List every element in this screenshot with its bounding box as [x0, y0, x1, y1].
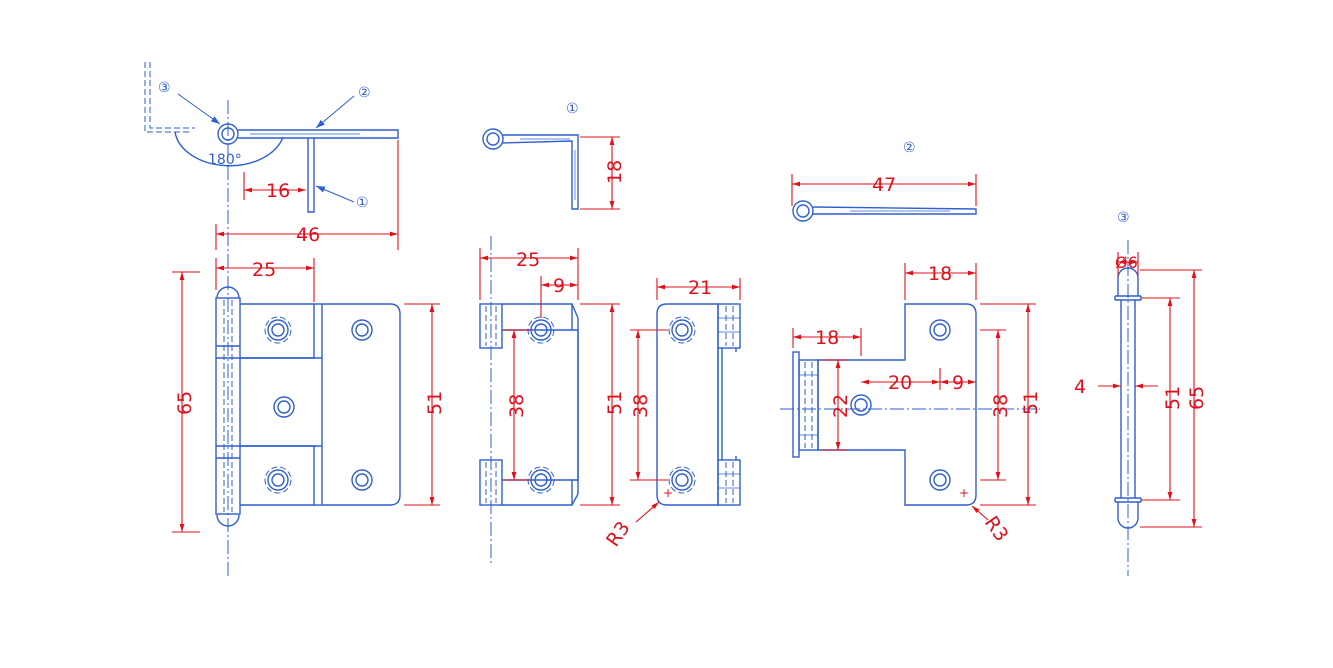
pin-head-top — [216, 286, 240, 299]
side-view: 25 9 38 51 — [479, 236, 626, 564]
rotated-leaf-outline — [144, 62, 190, 133]
leaf-middle-section — [240, 357, 323, 447]
side-knuckle-top — [479, 303, 503, 349]
outer-leaf — [322, 303, 401, 506]
dim-p2-47: 47 — [872, 174, 896, 196]
pin-head-bottom — [216, 514, 240, 527]
pin-top-head — [1117, 267, 1139, 296]
dim-46: 46 — [296, 224, 320, 246]
callout-part3-title: ③ — [1117, 210, 1130, 226]
dim-leaf-21: 21 — [688, 277, 712, 299]
callout-part1-title: ① — [566, 101, 579, 117]
dim-p2-9: 9 — [952, 372, 964, 394]
dim-p2-51: 51 — [1020, 391, 1042, 415]
dim-p2-18-top: 18 — [928, 263, 952, 285]
pin-bottom-head — [1117, 502, 1139, 529]
dim-pin-6: Ø6 — [1115, 253, 1138, 272]
t-plate — [817, 303, 977, 506]
dim-pin-65: 65 — [1186, 386, 1208, 410]
dim-25: 25 — [252, 259, 276, 281]
dim-pin-51: 51 — [1162, 386, 1184, 410]
bent-leaf — [307, 138, 315, 213]
flat-leaf — [238, 129, 399, 139]
dim-65: 65 — [174, 391, 196, 415]
knuckle-outer — [217, 123, 239, 145]
part2-profile-view: ② 47 — [791, 140, 977, 222]
knuckle-inner — [221, 127, 235, 141]
dim-p2-18-left: 18 — [815, 327, 839, 349]
dim-p1-18: 18 — [604, 160, 626, 184]
pin-view: ③ Ø6 4 51 65 — [1074, 210, 1208, 576]
part2-plate-view: + 18 18 20 9 22 38 51 R3 — [780, 263, 1042, 546]
leaf-plate — [656, 303, 719, 506]
dim-leaf-38: 38 — [630, 394, 652, 418]
angle-label: 180° — [208, 152, 242, 168]
dim-side-51: 51 — [604, 391, 626, 415]
rotation-arc — [174, 131, 284, 167]
front-holes — [264, 316, 373, 494]
dim-pin-4: 4 — [1074, 376, 1086, 398]
dim-51: 51 — [424, 391, 446, 415]
part1-profile-view: ① 18 — [482, 101, 626, 210]
dim-side-9: 9 — [553, 275, 565, 297]
leaf-lower-section — [240, 445, 315, 506]
dim-p2-20: 20 — [888, 372, 912, 394]
dim-p2-22: 22 — [830, 394, 852, 418]
svg-text:+: + — [959, 486, 969, 500]
dim-16: 16 — [266, 180, 290, 202]
leaf-upper-section — [240, 303, 315, 359]
callout-1: ① — [356, 195, 369, 211]
callout-3: ③ — [158, 80, 171, 96]
side-knuckle-bottom — [479, 459, 503, 506]
dim-side-25: 25 — [516, 249, 540, 271]
dim-leaf-r3: R3 — [602, 518, 635, 551]
svg-text:+: + — [663, 486, 673, 500]
callout-2: ② — [358, 85, 371, 101]
dim-p2-38: 38 — [990, 394, 1012, 418]
dim-side-38: 38 — [506, 394, 528, 418]
front-assembly-view: 25 65 51 — [172, 258, 446, 533]
callout-part2-title: ② — [903, 140, 916, 156]
knuckle-strip — [215, 297, 241, 515]
top-assembly-view: 180° ③ ② ① 16 46 — [144, 62, 399, 576]
